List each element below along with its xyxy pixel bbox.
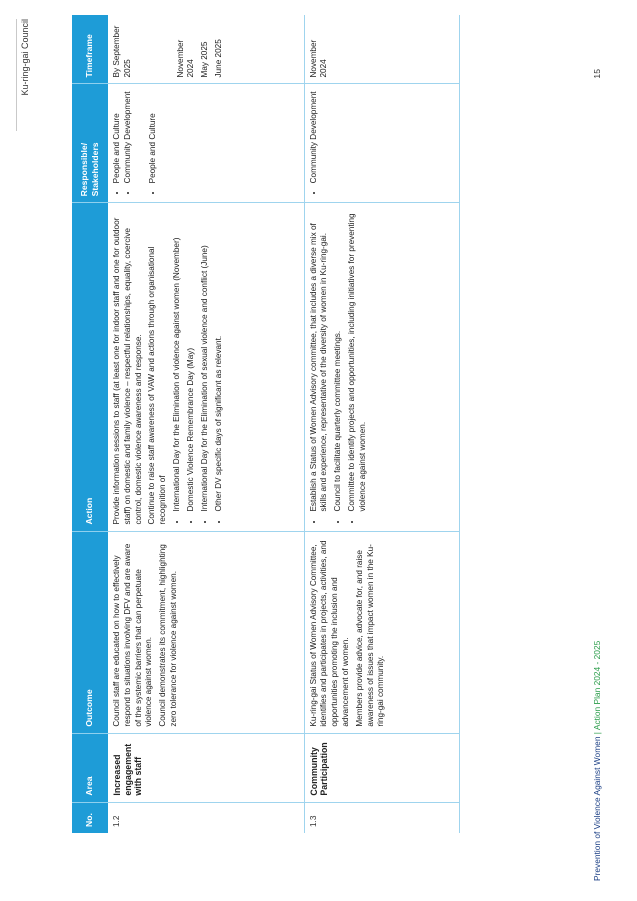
- timeframe-text: May 2025: [200, 41, 210, 78]
- action-text: Continue to raise staff awareness of VAW…: [147, 246, 168, 525]
- row-outcome: Council staff are educated on how to eff…: [108, 531, 304, 734]
- header-timeframe: Timeframe: [72, 15, 108, 84]
- responsible-list: People and Culture Community Development: [112, 91, 134, 197]
- list-item: Community Development: [123, 91, 134, 183]
- action-plan-table: No. Area Outcome Action Responsible/ Sta…: [72, 15, 460, 833]
- page-number: 15: [592, 69, 602, 79]
- action-text: Provide information sessions to staff (a…: [112, 217, 143, 525]
- header-area: Area: [72, 733, 108, 803]
- header-outcome: Outcome: [72, 531, 108, 734]
- row-number: 1.2: [108, 802, 304, 833]
- row-timeframe: November 2024: [304, 15, 459, 84]
- row-number: 1.3: [304, 802, 459, 833]
- list-item: Other DV specific days of significant as…: [214, 209, 225, 512]
- list-item: Council to facilitate quarterly committe…: [333, 209, 344, 512]
- list-item: Community Development: [309, 91, 320, 183]
- list-item: People and Culture: [112, 91, 123, 183]
- row-timeframe: By September 2025 November 2024 May 2025…: [108, 15, 304, 84]
- row-area: Community Participation: [304, 733, 459, 803]
- list-item: International Day for the Elimination of…: [172, 209, 183, 512]
- timeframe-text: June 2025: [214, 39, 224, 78]
- row-responsible: Community Development: [304, 84, 459, 203]
- outcome-text: Ku-ring-gai Status of Women Advisory Com…: [308, 540, 350, 727]
- table-header-row: No. Area Outcome Action Responsible/ Sta…: [72, 15, 108, 833]
- list-item: Committee to identify projects and oppor…: [347, 209, 369, 511]
- timeframe-text: November 2024: [175, 39, 196, 78]
- header-action: Action: [72, 202, 108, 532]
- table-row: 1.2 Increased engagement with staff Coun…: [108, 15, 304, 833]
- list-item: Domestic Violence Remembrance Day (May): [186, 209, 197, 512]
- action-bullet-list: Establish a Status of Women Advisory com…: [309, 209, 369, 524]
- list-item: International Day for the Elimination of…: [200, 209, 211, 511]
- footer-plan: Action Plan 2024 - 2025: [592, 640, 602, 731]
- row-responsible: People and Culture Community Development…: [108, 84, 304, 203]
- timeframe-spacer: [134, 21, 176, 78]
- outcome-text: Members provide advice, advocate for, an…: [354, 544, 386, 727]
- council-name: Ku-ring-gai Council: [20, 19, 30, 131]
- table-row: 1.3 Community Participation Ku-ring-gai …: [304, 15, 459, 833]
- header-responsible: Responsible/ Stakeholders: [72, 84, 108, 203]
- outcome-text: Council demonstrates its commitment, hig…: [158, 544, 179, 727]
- footer-doc-title: Prevention of Violence Against Women: [592, 736, 602, 881]
- row-action: Provide information sessions to staff (a…: [108, 202, 304, 532]
- action-bullet-list: International Day for the Elimination of…: [172, 209, 224, 524]
- footer-separator: |: [592, 732, 602, 735]
- timeframe-text: By September 2025: [112, 25, 132, 78]
- header-no: No.: [72, 802, 108, 833]
- footer-title: Prevention of Violence Against Women | A…: [592, 641, 602, 881]
- responsible-list: Community Development: [309, 91, 320, 197]
- responsible-list: People and Culture: [148, 91, 159, 197]
- outcome-text: Council staff are educated on how to eff…: [112, 543, 154, 727]
- row-outcome: Ku-ring-gai Status of Women Advisory Com…: [304, 531, 459, 734]
- list-item: Establish a Status of Women Advisory com…: [309, 209, 331, 511]
- row-area: Increased engagement with staff: [108, 733, 304, 803]
- row-action: Establish a Status of Women Advisory com…: [304, 202, 459, 532]
- list-item: People and Culture: [148, 91, 159, 183]
